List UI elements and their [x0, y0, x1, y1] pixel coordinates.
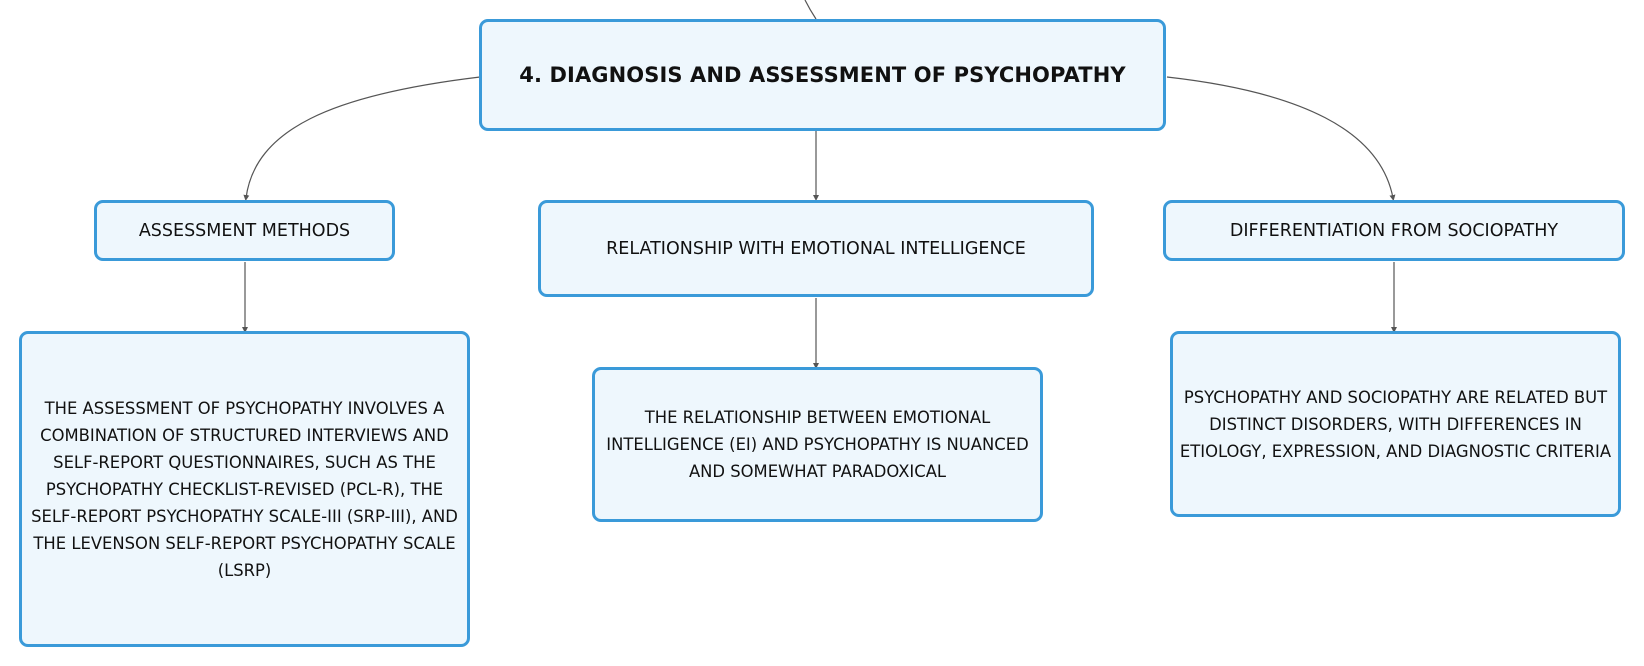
branch-node-sociopathy[interactable]: DIFFERENTIATION FROM SOCIOPATHY: [1163, 200, 1625, 261]
detail-node-assessment-methods[interactable]: THE ASSESSMENT OF PSYCHOPATHY INVOLVES A…: [19, 331, 470, 647]
connector-root-to-sociopathy: [1166, 76, 1396, 201]
detail-node-text: THE RELATIONSHIP BETWEEN EMOTIONAL INTEL…: [606, 408, 1029, 481]
branch-node-label: RELATIONSHIP WITH EMOTIONAL INTELLIGENCE: [606, 238, 1026, 259]
root-node[interactable]: 4. DIAGNOSIS AND ASSESSMENT OF PSYCHOPAT…: [479, 19, 1166, 131]
connector-root-to-assessment-methods: [243, 76, 481, 201]
detail-node-emotional-intelligence[interactable]: THE RELATIONSHIP BETWEEN EMOTIONAL INTEL…: [592, 367, 1043, 522]
branch-node-emotional-intelligence[interactable]: RELATIONSHIP WITH EMOTIONAL INTELLIGENCE: [538, 200, 1094, 297]
detail-node-sociopathy[interactable]: PSYCHOPATHY AND SOCIOPATHY ARE RELATED B…: [1170, 331, 1621, 517]
branch-node-assessment-methods[interactable]: ASSESSMENT METHODS: [94, 200, 395, 261]
detail-node-text: THE ASSESSMENT OF PSYCHOPATHY INVOLVES A…: [31, 398, 458, 580]
connector-parent-to-root: [804, 0, 817, 20]
branch-node-label: DIFFERENTIATION FROM SOCIOPATHY: [1229, 220, 1559, 241]
detail-node-text: PSYCHOPATHY AND SOCIOPATHY ARE RELATED B…: [1179, 387, 1612, 461]
branch-node-label: ASSESSMENT METHODS: [138, 220, 351, 241]
root-node-label: 4. DIAGNOSIS AND ASSESSMENT OF PSYCHOPAT…: [519, 63, 1126, 87]
